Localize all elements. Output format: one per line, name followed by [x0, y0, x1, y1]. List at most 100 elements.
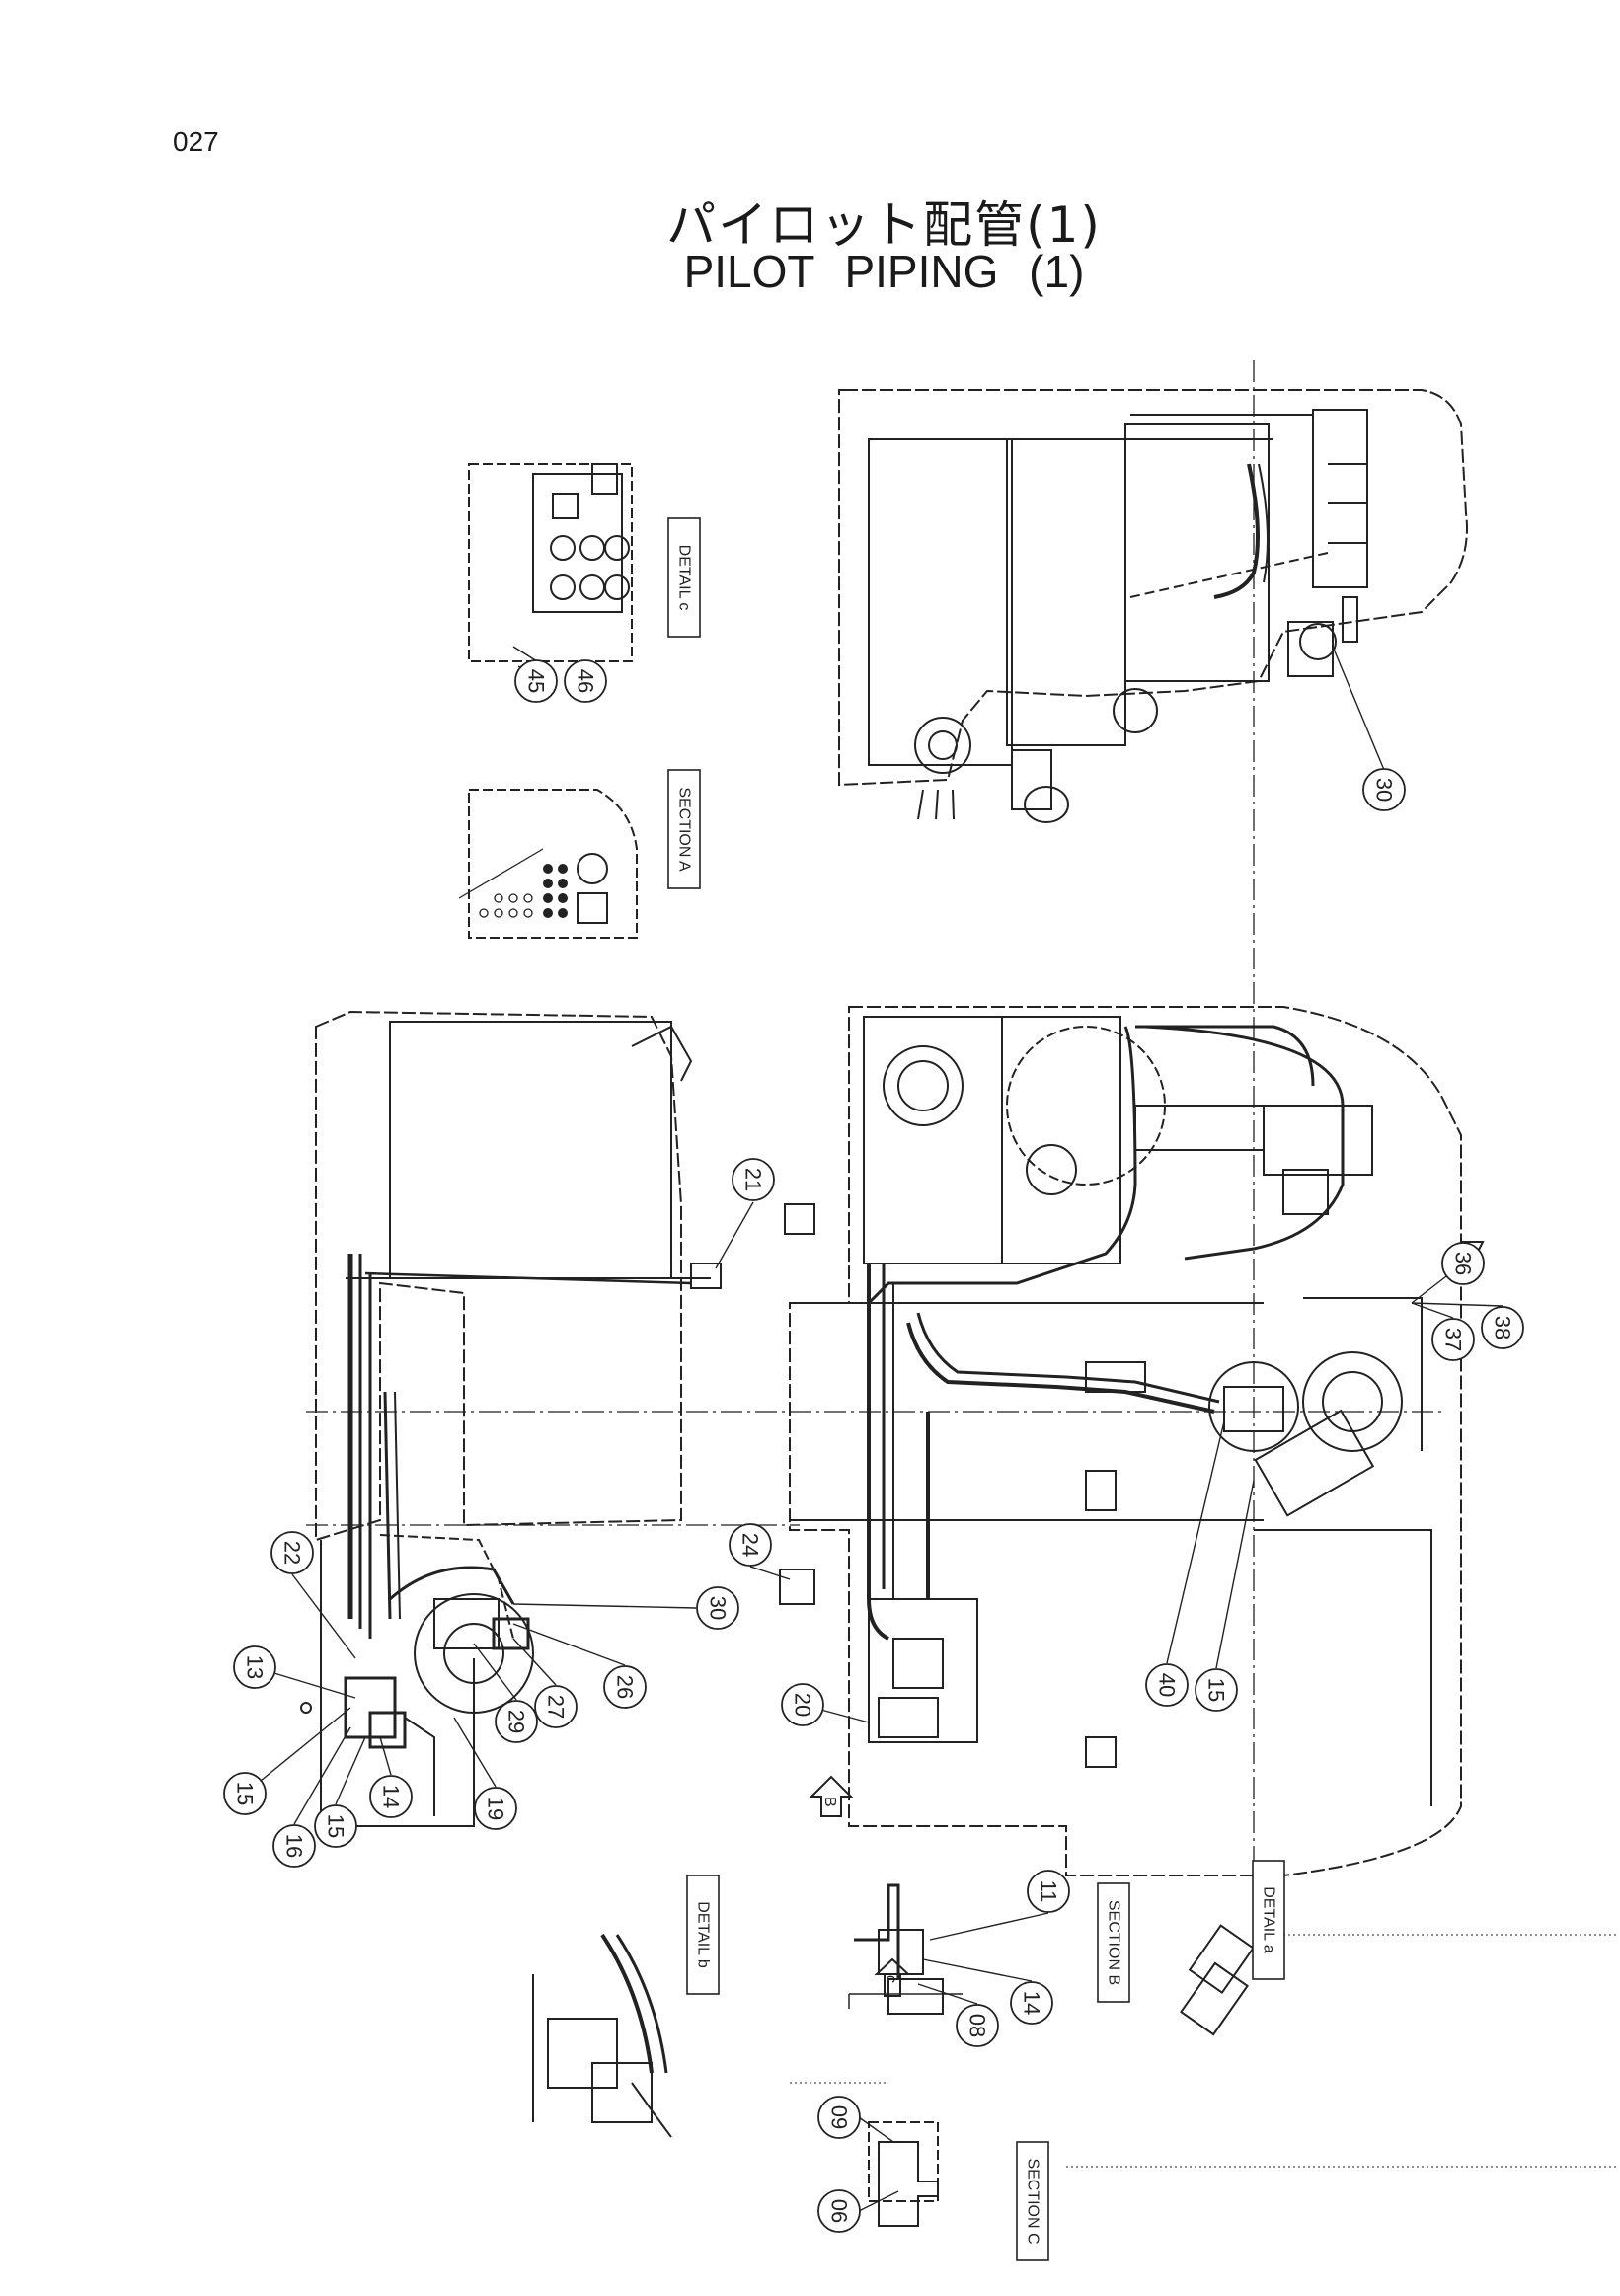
callout-circle [729, 1523, 772, 1567]
callout-number: 20 [791, 1693, 815, 1717]
callout-c29: 29 [495, 1700, 538, 1743]
page-number: 027 [173, 126, 219, 157]
callout-c14b: 14 [1010, 1981, 1053, 2025]
section-b-view [848, 1883, 963, 2015]
callout-c40: 40 [1145, 1663, 1189, 1707]
callout-circle [1431, 1318, 1475, 1361]
callout-number: 36 [1451, 1252, 1476, 1275]
section-c-view [790, 2082, 1619, 2227]
section-a-view [458, 789, 638, 939]
callout-c27: 27 [534, 1685, 578, 1728]
view-label-box [1016, 2141, 1049, 2261]
callout-circle [314, 1804, 357, 1848]
callout-number: 45 [524, 669, 549, 693]
callout-circle [817, 2189, 861, 2233]
callout-circle [564, 659, 607, 703]
callout-number: 14 [379, 1785, 404, 1808]
callout-circle [1010, 1981, 1053, 2025]
callout-circle [732, 1158, 775, 1201]
view-label-text: SECTION A [676, 787, 693, 872]
callout-c20: 20 [781, 1683, 824, 1726]
callout-circle [233, 1645, 276, 1689]
callout-circle [1145, 1663, 1189, 1707]
callout-circle [223, 1772, 267, 1815]
callout-number: 14 [1020, 1991, 1044, 2015]
leader-lines [244, 646, 1504, 2212]
left-frame-view [300, 1010, 722, 1827]
callout-number: 11 [1037, 1880, 1061, 1903]
detail-c-view [468, 463, 633, 672]
callout-circle [956, 2004, 999, 2047]
callout-circle [272, 1824, 316, 1868]
callout-circle [495, 1700, 538, 1743]
view-label-text: DETAIL a [1261, 1886, 1277, 1953]
view-label-text: SECTION C [1025, 2158, 1041, 2244]
callout-c09: 09 [817, 2096, 861, 2139]
callout-c46: 46 [564, 659, 607, 703]
callout-number: 24 [738, 1533, 763, 1557]
callout-number: 13 [243, 1655, 268, 1679]
callout-c30b: 30 [696, 1586, 739, 1630]
callout-circle [1027, 1870, 1070, 1913]
callout-c21: 21 [732, 1158, 775, 1201]
central-plan-view [779, 1006, 1462, 1876]
callout-circle [514, 659, 558, 703]
view-arrow-letter: c [883, 1975, 899, 1983]
callout-circle [369, 1775, 413, 1818]
view-label-text: DETAIL c [676, 545, 693, 611]
callout-c30a: 30 [1362, 768, 1406, 811]
callout-number: 15 [324, 1814, 348, 1838]
callout-circle [270, 1531, 314, 1574]
callout-c26: 26 [603, 1665, 647, 1709]
callout-c19: 19 [474, 1787, 517, 1830]
callout-number: 38 [1491, 1316, 1515, 1339]
view-label-box [686, 1875, 720, 1995]
callout-number: 06 [827, 2199, 852, 2223]
callout-c45: 45 [514, 659, 558, 703]
callout-circle [1195, 1668, 1238, 1712]
title-japanese: パイロット配管(1) [666, 196, 1102, 254]
view-arrow-letter: B [821, 1797, 838, 1807]
callout-number: 16 [282, 1834, 307, 1858]
callout-number: 29 [504, 1710, 529, 1733]
callout-c15b: 15 [314, 1804, 357, 1848]
view-label-box [1252, 1860, 1285, 1980]
callout-c13: 13 [233, 1645, 276, 1689]
callout-circle [1481, 1306, 1524, 1349]
callout-number: 19 [484, 1797, 508, 1820]
callout-circle [1441, 1242, 1485, 1285]
center-lines [306, 360, 1441, 1905]
callout-c14a: 14 [369, 1775, 413, 1818]
callout-c15a: 15 [223, 1772, 267, 1815]
callout-c15c: 15 [1195, 1668, 1238, 1712]
callout-number: 09 [827, 2105, 852, 2129]
view-label-detail-b: DETAIL b [686, 1875, 720, 1995]
callout-circle [1362, 768, 1406, 811]
callout-c16: 16 [272, 1824, 316, 1868]
view-label-box [667, 769, 701, 889]
callout-c22: 22 [270, 1531, 314, 1574]
callout-number: 21 [741, 1168, 766, 1191]
callout-number: 30 [706, 1596, 731, 1620]
callout-c37: 37 [1431, 1318, 1475, 1361]
view-label-text: DETAIL b [695, 1901, 712, 1968]
view-label-section-c: SECTION C [1016, 2141, 1049, 2261]
callout-number: 40 [1155, 1673, 1180, 1697]
callout-number: 15 [1204, 1678, 1229, 1702]
callout-c36: 36 [1441, 1242, 1485, 1285]
callout-circle [696, 1586, 739, 1630]
callout-number: 27 [544, 1695, 569, 1719]
view-label-detail-c: DETAIL c [667, 517, 701, 638]
callout-circle [603, 1665, 647, 1709]
callout-number: 22 [280, 1541, 305, 1565]
callout-number: 15 [233, 1782, 258, 1805]
view-label-box [667, 517, 701, 638]
top-right-plan-view [838, 389, 1468, 823]
detail-a-view [1180, 1924, 1619, 2036]
callout-number: 37 [1441, 1328, 1466, 1351]
callout-c08: 08 [956, 2004, 999, 2047]
callout-c24: 24 [729, 1523, 772, 1567]
callout-circle [817, 2096, 861, 2139]
callout-number: 46 [574, 669, 598, 693]
